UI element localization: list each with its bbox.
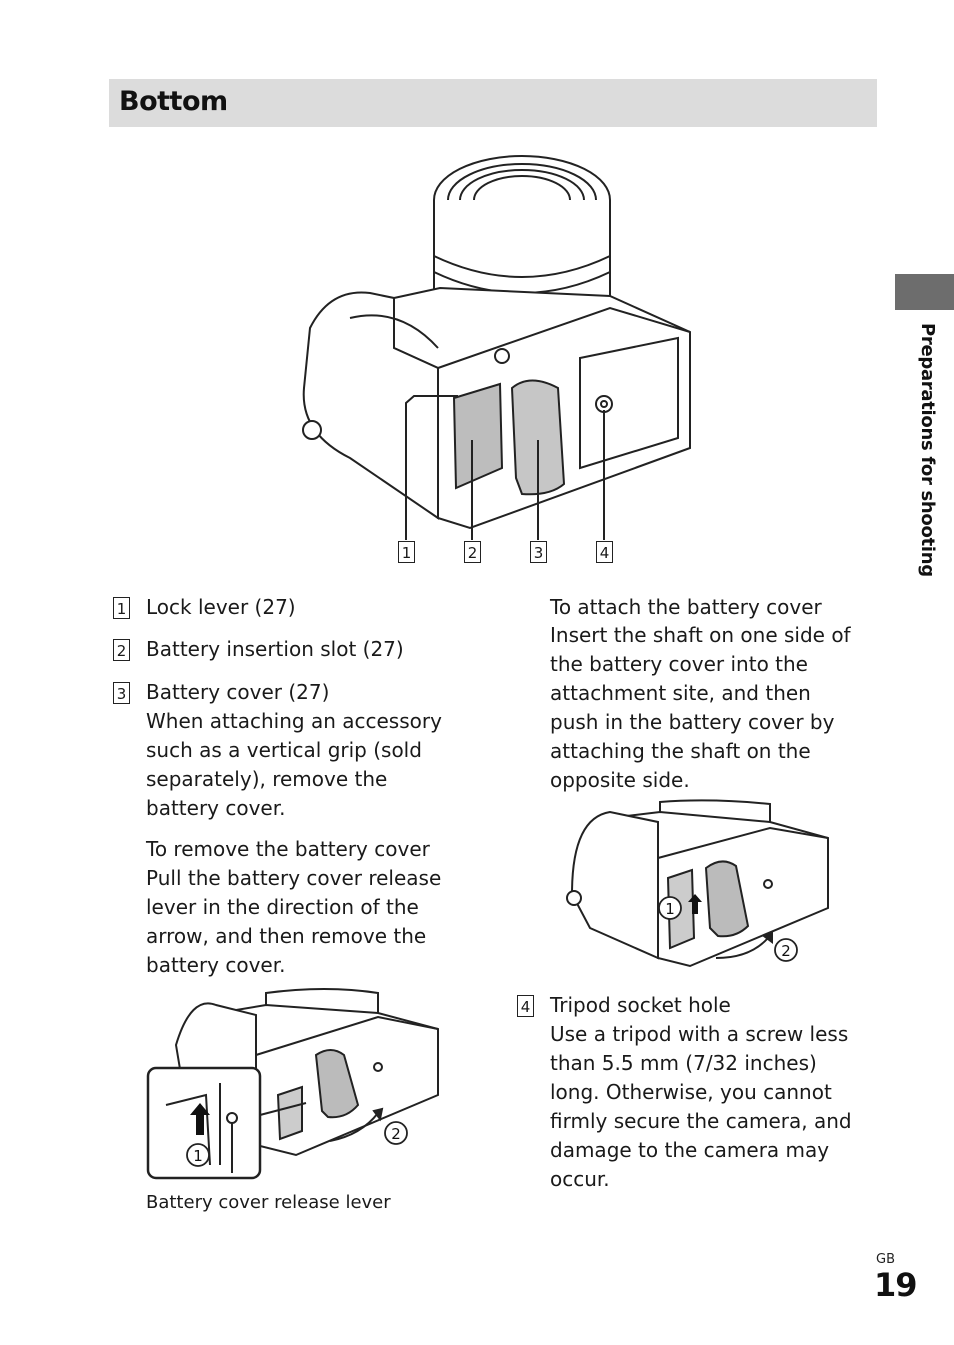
item-3-body: When attaching an accessory such as a ve… (146, 709, 442, 820)
attach-step-1-label: 1 (665, 900, 675, 918)
item-1-title: Lock lever (27) (146, 595, 296, 619)
remove-step-2-label: 2 (391, 1125, 401, 1143)
callout-3: 3 (530, 541, 547, 563)
remove-cover-body: Pull the battery cover release lever in … (146, 866, 442, 977)
attach-cover-body: Insert the shaft on one side of the batt… (550, 623, 851, 792)
section-title: Bottom (119, 86, 228, 117)
page-number: 19 (874, 1266, 918, 1304)
attach-cover-title: To attach the battery cover (550, 595, 822, 619)
remove-cover-illustration: 1 2 (146, 988, 439, 1180)
attach-step-2-label: 2 (781, 942, 791, 960)
item-4-number: 4 (517, 995, 534, 1017)
remove-step-1-label: 1 (193, 1147, 203, 1165)
attach-cover-illustration: 1 2 (566, 799, 829, 968)
item-4-title: Tripod socket hole (550, 993, 731, 1017)
item-3-title: Battery cover (27) (146, 680, 330, 704)
section-header: Bottom (109, 79, 877, 127)
camera-bottom-illustration (302, 155, 691, 540)
chapter-tab-label: Preparations for shooting (917, 323, 938, 577)
item-3-number: 3 (113, 682, 130, 704)
region-code: GB (876, 1252, 895, 1267)
callout-2: 2 (464, 541, 481, 563)
item-1-number: 1 (113, 597, 130, 619)
callout-4: 4 (596, 541, 613, 563)
item-2-title: Battery insertion slot (27) (146, 637, 404, 661)
remove-cover-title: To remove the battery cover (146, 837, 430, 861)
item-2-number: 2 (113, 639, 130, 661)
release-lever-caption: Battery cover release lever (146, 1192, 391, 1213)
callout-1: 1 (398, 541, 415, 563)
item-4-body: Use a tripod with a screw less than 5.5 … (550, 1022, 852, 1191)
chapter-tab-marker (895, 274, 954, 310)
